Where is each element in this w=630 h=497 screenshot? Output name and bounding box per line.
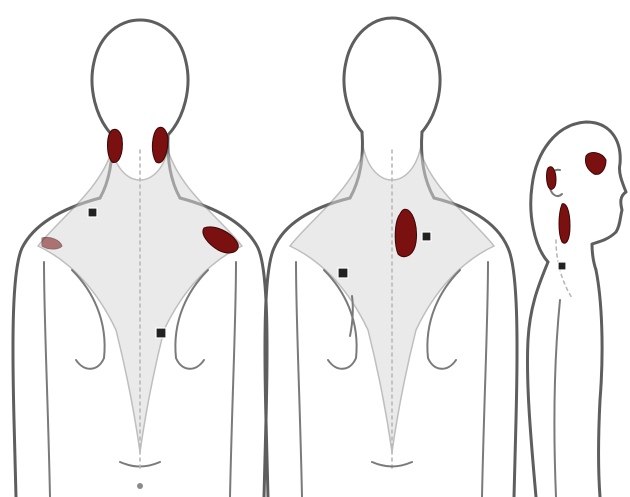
figure-1-trigger-point-upper [88, 208, 97, 217]
figure-2-referral-upper-back [395, 209, 416, 256]
figure-3-front [596, 270, 602, 497]
figure-1-arm-right [230, 262, 236, 497]
figure-1-trigger-point-lower [156, 328, 166, 338]
figure-3-referral-temple [547, 167, 557, 190]
figure-1-posterior [13, 20, 267, 497]
figure-2-posterior [265, 18, 517, 497]
figure-3-referral-forehead [585, 153, 606, 175]
figure-3-head [531, 122, 626, 270]
figure-3-back [527, 262, 548, 497]
figure-1-referral-neck-left [108, 129, 123, 162]
figure-3-trigger-point [558, 262, 566, 270]
figure-3-arm [554, 300, 560, 497]
figure-2-arm-right [482, 262, 488, 497]
figure-1-spine-tip [137, 483, 143, 489]
figure-3-referral-neck [559, 204, 570, 244]
figure-1-head [92, 20, 188, 135]
figure-2-arm-left [296, 262, 302, 497]
figure-3-lateral [527, 122, 626, 497]
figure-1-arm-left [44, 262, 50, 497]
figure-2-trigger-point-upper [422, 232, 431, 241]
figure-2-head [344, 18, 440, 132]
figure-2-trigger-point-lower [338, 268, 348, 278]
